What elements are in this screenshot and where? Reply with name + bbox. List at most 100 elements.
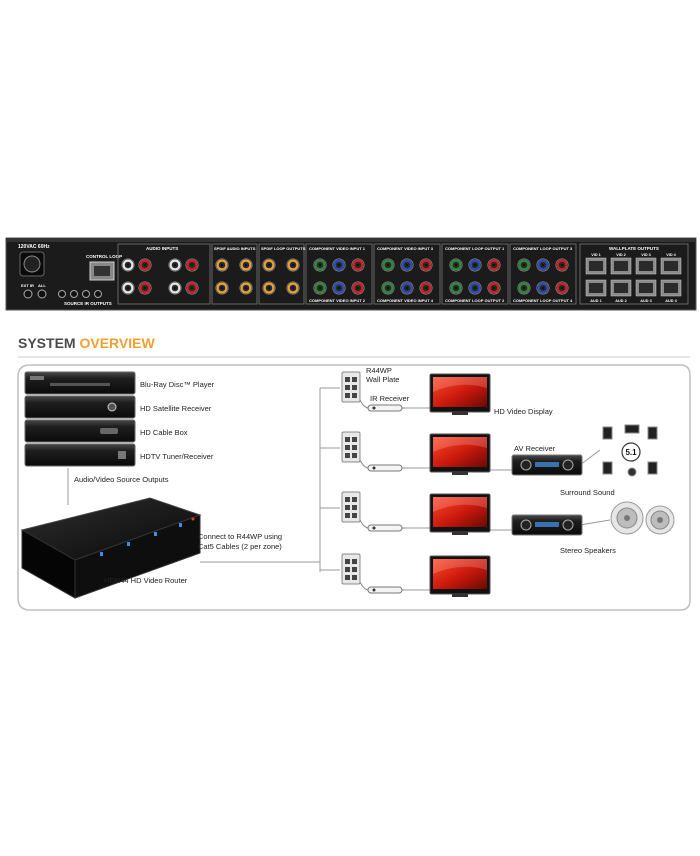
audio-input-jack-7-pin <box>173 286 177 290</box>
wallplate-port-vid-3[interactable]: VID 3 <box>635 253 657 275</box>
wallplate-port-aud-3[interactable]: AUD 3 <box>635 279 657 303</box>
wallplate-port-vid-1[interactable]: VID 1 <box>585 253 607 275</box>
wallplate-port-aud-4[interactable]: AUD 4 <box>660 279 682 303</box>
all-ir-jack[interactable] <box>37 289 47 299</box>
rca-jacks <box>121 258 569 295</box>
audio-input-jack-6[interactable] <box>138 281 152 295</box>
tv-screen <box>433 497 487 527</box>
source-ir-jack-2[interactable] <box>70 290 78 298</box>
component-jack-3-bottom-3[interactable] <box>487 281 501 295</box>
surround-speaker-set: 5.1 <box>602 424 658 477</box>
component-jack-3-bottom-2[interactable] <box>468 281 482 295</box>
spdif-input-jack-5[interactable] <box>215 281 229 295</box>
wall-plate-body <box>341 553 361 585</box>
cat5-label-line2: Cat5 Cables (2 per zone) <box>198 542 282 551</box>
component-jack-2-bottom-2[interactable] <box>400 281 414 295</box>
surround-badge-icon <box>621 442 641 462</box>
rear-panel-top-edge <box>6 238 696 242</box>
component-jack-4-bottom-2[interactable] <box>536 281 550 295</box>
component-jack-2-top-3-ring <box>420 259 432 271</box>
source-ir-jack-1[interactable] <box>58 290 66 298</box>
audio-input-jack-5[interactable] <box>121 281 135 295</box>
wallplate-port-aud-2[interactable]: AUD 2 <box>610 279 632 303</box>
wallplate-port-opening <box>664 261 678 271</box>
wallplate-port-aud-1[interactable]: AUD 1 <box>585 279 607 303</box>
speaker-center-icon <box>624 424 640 434</box>
stereo-speaker-left-dome <box>624 515 630 521</box>
spdif-loop-jack-4[interactable] <box>286 258 300 272</box>
source-ir-jack-3[interactable] <box>82 290 90 298</box>
component-jack-4-top-3[interactable] <box>555 258 569 272</box>
component-jack-2-bottom-3[interactable] <box>419 281 433 295</box>
component-jack-4-bottom-1[interactable] <box>517 281 531 295</box>
audio-input-jack-8-ring <box>186 282 198 294</box>
component-jack-2-top-1[interactable] <box>381 258 395 272</box>
satellite-receiver-knob <box>107 402 117 412</box>
component-jack-1-bottom-3-pin <box>356 286 360 290</box>
component-jack-4-top-3-ring <box>556 259 568 271</box>
spdif-input-jack-1-ring <box>216 259 228 271</box>
wallplate-label-line1: R44WP <box>366 366 392 375</box>
wall-plate-port <box>345 567 350 572</box>
wall-plate-port <box>345 453 350 458</box>
component-jack-3-bottom-3-ring <box>488 282 500 294</box>
component-jack-2-bottom-1[interactable] <box>381 281 395 295</box>
component-jack-4-top-2-ring <box>537 259 549 271</box>
component-jack-1-top-3[interactable] <box>351 258 365 272</box>
audio-input-jack-7[interactable] <box>168 281 182 295</box>
component-jack-4-top-1[interactable] <box>517 258 531 272</box>
source-label-tuner: HDTV Tuner/Receiver <box>140 452 214 461</box>
component-jack-2-top-3[interactable] <box>419 258 433 272</box>
ext-ir-jack[interactable] <box>23 289 33 299</box>
spdif-loop-jack-7[interactable] <box>262 281 276 295</box>
audio-input-jack-5-pin <box>126 286 130 290</box>
overview-title: SYSTEM OVERVIEW <box>18 335 155 351</box>
speaker-front-right-icon <box>647 426 658 440</box>
overview-title-prefix: SYSTEM <box>18 335 79 351</box>
component-jack-1-bottom-2[interactable] <box>332 281 346 295</box>
component-jack-3-top-1[interactable] <box>449 258 463 272</box>
component-jack-3-top-3-ring <box>488 259 500 271</box>
component-jack-3-top-3[interactable] <box>487 258 501 272</box>
component-jack-3-top-2[interactable] <box>468 258 482 272</box>
audio-input-jack-8[interactable] <box>185 281 199 295</box>
component-jack-1-bottom-3[interactable] <box>351 281 365 295</box>
av-receiver-display <box>535 522 559 527</box>
wallplate-port-vid-4[interactable]: VID 4 <box>660 253 682 275</box>
spdif-loop-jack-4-pin <box>291 263 295 267</box>
source-ir-jack-4[interactable] <box>94 290 102 298</box>
audio-input-jack-1[interactable] <box>121 258 135 272</box>
component-jack-1-top-1[interactable] <box>313 258 327 272</box>
component-jack-4-bottom-3[interactable] <box>555 281 569 295</box>
component-jack-3-bottom-1[interactable] <box>449 281 463 295</box>
audio-input-jack-2-ring <box>139 259 151 271</box>
component-jack-2-bottom-1-pin <box>386 286 390 290</box>
component-jack-3-bottom-3-pin <box>492 286 496 290</box>
spdif-loop-jack-7-pin <box>267 286 271 290</box>
spdif-input-jack-6[interactable] <box>239 281 253 295</box>
spdif-input-jack-1[interactable] <box>215 258 229 272</box>
wallplate-port-opening <box>589 261 603 271</box>
component-jack-1-bottom-1[interactable] <box>313 281 327 295</box>
component-jack-4-bottom-1-pin <box>522 286 526 290</box>
component-jack-3-top-2-ring <box>469 259 481 271</box>
component-jack-4-top-2[interactable] <box>536 258 550 272</box>
spdif-loop-jack-8[interactable] <box>286 281 300 295</box>
spdif-input-jack-2[interactable] <box>239 258 253 272</box>
spdif-loop-jack-3[interactable] <box>262 258 276 272</box>
wall-plate-port <box>345 513 350 518</box>
source-outputs-label: Audio/Video Source Outputs <box>74 475 169 484</box>
audio-input-jack-2[interactable] <box>138 258 152 272</box>
component-jack-1-top-2[interactable] <box>332 258 346 272</box>
audio-input-jack-8-pin <box>190 286 194 290</box>
connection-lines <box>67 387 611 591</box>
component-jack-1-bottom-2-ring <box>333 282 345 294</box>
audio-input-jack-3[interactable] <box>168 258 182 272</box>
spdif-loop-jack-3-pin <box>267 263 271 267</box>
component-jack-4-bottom-1-ring <box>518 282 530 294</box>
av-receiver-knob-right <box>562 459 574 471</box>
component-jack-2-top-2[interactable] <box>400 258 414 272</box>
audio-input-jack-4[interactable] <box>185 258 199 272</box>
wallplate-port-vid-2[interactable]: VID 2 <box>610 253 632 275</box>
tv-screen-glare <box>433 377 487 392</box>
